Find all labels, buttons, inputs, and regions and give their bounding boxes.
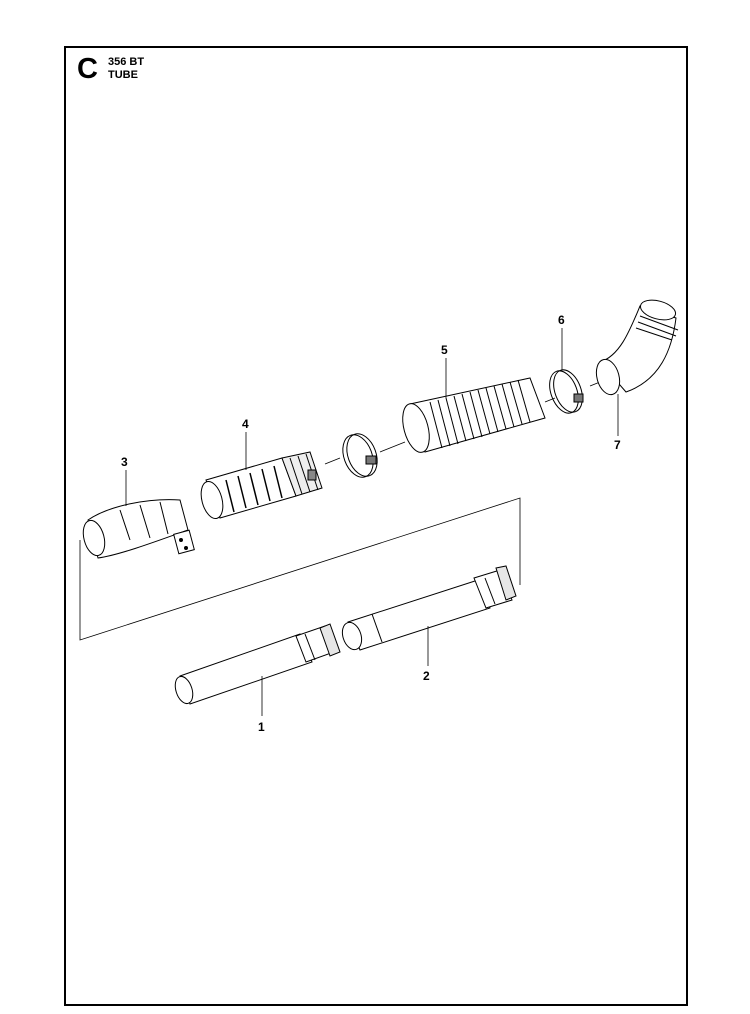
callout-7: 7 bbox=[614, 438, 621, 452]
callout-2: 2 bbox=[423, 669, 430, 683]
page-title: TUBE bbox=[108, 69, 138, 81]
hose-clamp-left bbox=[342, 433, 378, 478]
callout-5: 5 bbox=[441, 343, 448, 357]
leader-lines bbox=[125, 328, 619, 716]
section-letter: C bbox=[77, 53, 98, 85]
part-3-nozzle bbox=[82, 499, 195, 559]
part-4-ribbed-pipe bbox=[200, 451, 323, 520]
callout-6: 6 bbox=[558, 313, 565, 327]
page-frame bbox=[64, 46, 688, 1006]
part-2-upper-tube bbox=[341, 565, 517, 651]
part-1-lower-tube bbox=[174, 623, 341, 705]
part-6-clamp bbox=[549, 369, 584, 414]
part-7-elbow bbox=[595, 299, 679, 396]
callout-1: 1 bbox=[258, 720, 265, 734]
callout-4: 4 bbox=[242, 417, 249, 431]
model-name: 356 BT bbox=[108, 56, 145, 68]
part-5-flex-hose bbox=[402, 377, 546, 453]
callout-3: 3 bbox=[121, 455, 128, 469]
callout-labels: 1 2 3 4 5 6 7 bbox=[121, 313, 621, 734]
